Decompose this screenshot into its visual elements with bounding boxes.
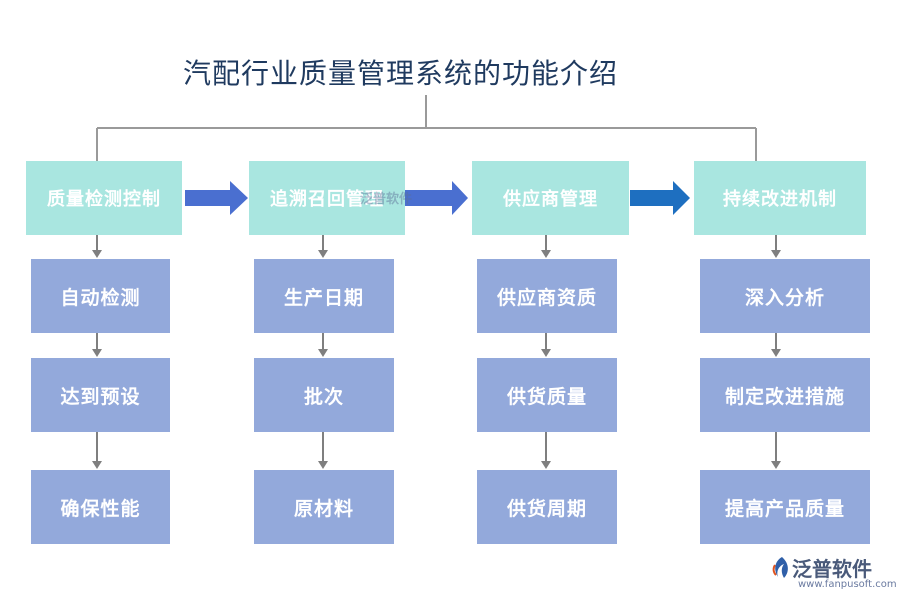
item-reach-preset: 达到预设 <box>31 358 170 432</box>
watermark: 泛普软件 <box>360 192 413 207</box>
item-supply-quality: 供货质量 <box>477 358 617 432</box>
item-ensure-performance: 确保性能 <box>31 470 170 544</box>
flow-arrow-2 <box>405 181 468 215</box>
logo-name: 泛普软件 <box>792 557 872 581</box>
item-improve-product-quality: 提高产品质量 <box>700 470 870 544</box>
item-improvement-measures: 制定改进措施 <box>700 358 870 432</box>
category-quality-inspection: 质量检测控制 <box>26 161 182 235</box>
category-traceability-recall: 追溯召回管理 <box>249 161 405 235</box>
flow-arrow-3 <box>630 181 690 215</box>
category-supplier-management: 供应商管理 <box>472 161 629 235</box>
category-continuous-improvement: 持续改进机制 <box>694 161 866 235</box>
item-auto-inspection: 自动检测 <box>31 259 170 333</box>
item-supply-cycle: 供货周期 <box>477 470 617 544</box>
flow-arrow-1 <box>185 181 248 215</box>
brand-logo: 泛普软件 www.fanpusoft.com <box>770 553 897 593</box>
item-production-date: 生产日期 <box>254 259 394 333</box>
diagram-title: 汽配行业质量管理系统的功能介绍 <box>183 57 619 90</box>
item-supplier-qualification: 供应商资质 <box>477 259 617 333</box>
item-deep-analysis: 深入分析 <box>700 259 870 333</box>
item-batch: 批次 <box>254 358 394 432</box>
logo-icon <box>772 557 788 578</box>
logo-url: www.fanpusoft.com <box>798 579 897 590</box>
item-raw-material: 原材料 <box>254 470 394 544</box>
